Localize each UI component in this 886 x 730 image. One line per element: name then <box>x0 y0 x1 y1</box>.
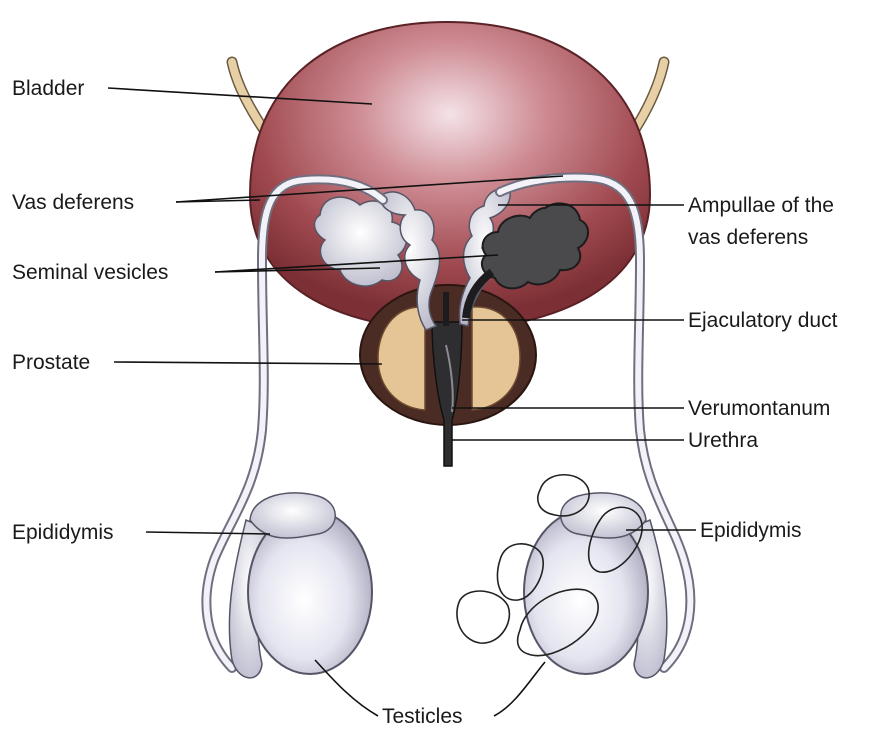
verumontanum-shape <box>445 344 454 413</box>
leader-lines <box>107 87 696 717</box>
vas-deferens-left-fill <box>203 176 386 671</box>
label-epididymis-left: Epididymis <box>12 521 114 544</box>
label-testicles: Testicles <box>382 705 463 728</box>
leader-vas-right <box>175 175 564 203</box>
leader-epididymis-left <box>145 531 271 535</box>
vas-deferens-right-fill <box>497 174 694 671</box>
ejaculatory-duct-right <box>462 268 495 319</box>
leader-testicles-left <box>314 659 379 717</box>
leader-prostate <box>113 361 383 365</box>
label-prostate: Prostate <box>12 351 91 374</box>
urethra-shape <box>431 321 463 467</box>
descent-outline-5 <box>516 588 599 657</box>
label-bladder: Bladder <box>12 77 85 100</box>
label-verumontanum: Verumontanum <box>688 397 831 420</box>
leader-bladder <box>107 87 373 105</box>
leader-seminal-left <box>214 267 381 273</box>
seminal-vesicle-right <box>480 202 589 290</box>
descent-outline-3 <box>496 543 545 601</box>
label-urethra: Urethra <box>688 429 759 452</box>
label-ampullae-line1: Ampullae of the <box>688 194 834 217</box>
epididymis-left-head <box>249 492 336 539</box>
label-vas-deferens: Vas deferens <box>12 191 135 214</box>
descent-outline-4 <box>456 590 511 644</box>
prostate-inner-left <box>377 306 426 411</box>
descent-outline-2 <box>587 506 643 573</box>
leader-seminal-right <box>214 254 499 273</box>
label-seminal-vesicles: Seminal vesicles <box>12 261 169 284</box>
descent-outline-1 <box>537 474 590 517</box>
label-epididymis-right: Epididymis <box>700 519 802 542</box>
prostate-inner-right <box>471 306 521 411</box>
label-ampullae-line2: vas deferens <box>688 226 809 249</box>
leader-testicles-right <box>493 661 546 717</box>
label-ejaculatory-duct: Ejaculatory duct <box>688 309 838 332</box>
